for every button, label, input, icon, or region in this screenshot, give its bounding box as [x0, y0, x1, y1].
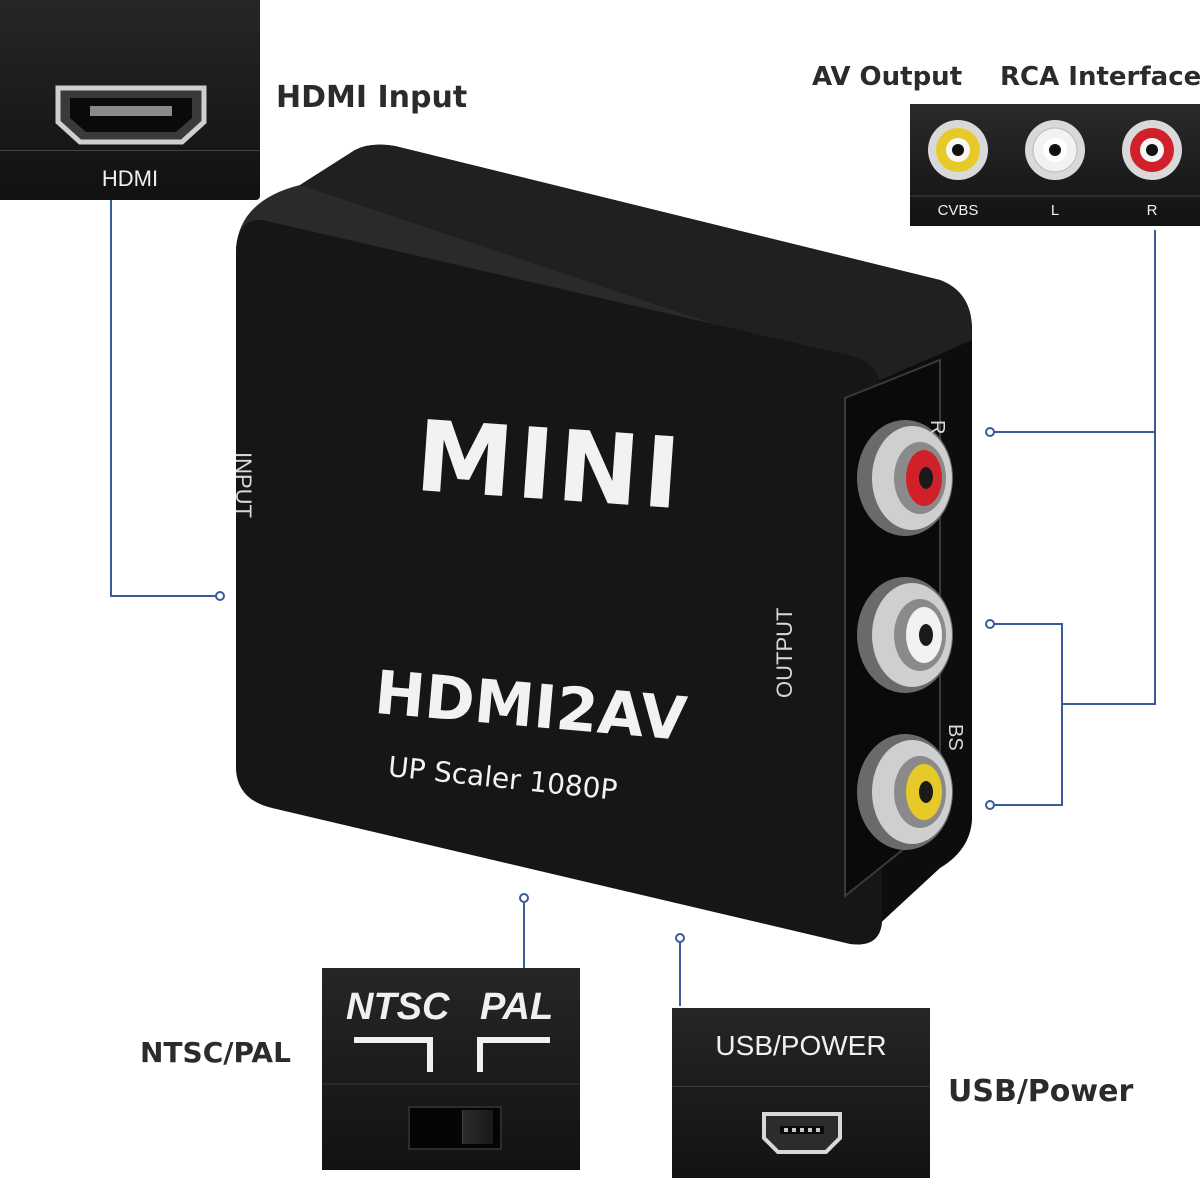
rca-output-panel: CVBS L R	[910, 104, 1200, 226]
switch-label-ntsc: NTSC	[346, 986, 450, 1028]
hdmi-input-panel: HDMI	[0, 0, 260, 200]
av-output-title: AV Output	[812, 62, 963, 92]
ntsc-pal-slide-switch[interactable]	[408, 1106, 502, 1150]
hdmi-port-icon	[55, 85, 207, 145]
usb-port-label: USB/POWER	[715, 1030, 887, 1061]
hdmi-input-title: HDMI Input	[276, 80, 468, 115]
ntsc-pal-title: NTSC/PAL	[140, 1036, 291, 1069]
device-side-input-label: INPUT	[231, 452, 256, 518]
switch-label-pal: PAL	[480, 986, 554, 1028]
rca-interface-title: RCA Interface	[1000, 62, 1200, 92]
device-brand-mini: MINI	[412, 400, 688, 533]
rca-jack-label-l: L	[1050, 202, 1060, 219]
ntsc-pal-switch-panel: NTSC PAL	[322, 968, 580, 1170]
hdmi-port-label: HDMI	[101, 166, 159, 191]
rca-jacks-icon	[910, 120, 1200, 197]
slide-switch-knob	[462, 1110, 493, 1144]
switch-bracket-icon	[322, 1037, 580, 1085]
usb-power-panel: USB/POWER	[672, 1008, 930, 1178]
rca-jack-label-cvbs: CVBS	[937, 202, 979, 219]
device-side-cvbs-fragment: BS	[944, 724, 966, 751]
usb-power-title: USB/Power	[948, 1074, 1134, 1109]
device-side-output-label: OUTPUT	[772, 607, 797, 698]
mini-usb-port-icon	[762, 1112, 842, 1154]
device-side-r-fragment: R	[926, 420, 948, 435]
rca-jack-label-r: R	[1146, 202, 1158, 219]
